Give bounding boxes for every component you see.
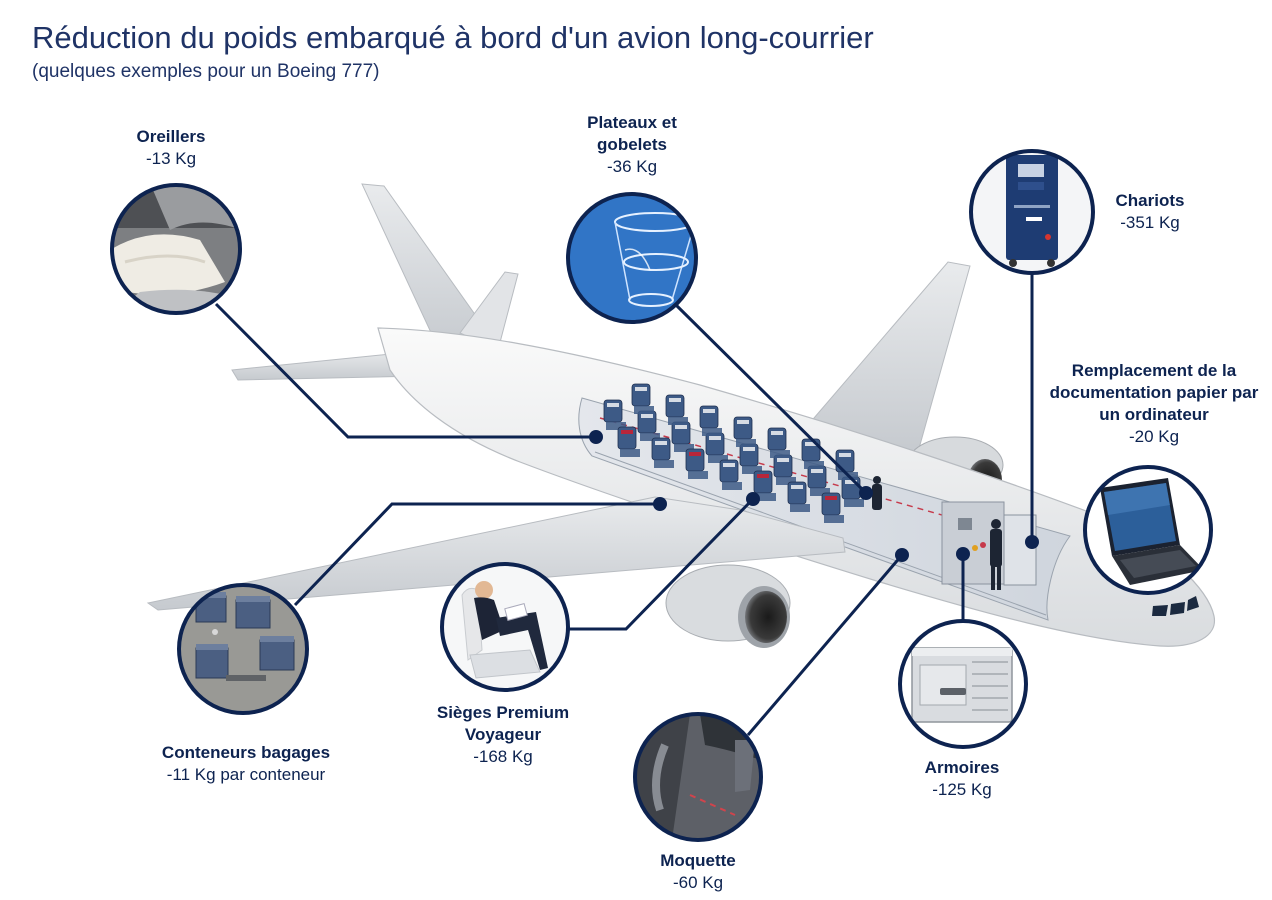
cabin-seat <box>753 470 776 501</box>
callout-oreillers-value: -13 Kg <box>145 149 197 168</box>
dot-moquette <box>895 548 909 562</box>
carpet-photo-icon <box>633 712 763 842</box>
callout-chariots-value: -351 Kg <box>1120 213 1180 232</box>
cockpit-windows <box>1152 596 1199 616</box>
dot-armoires <box>956 547 970 561</box>
cabin-seat <box>821 492 844 523</box>
leader-lines <box>214 273 1034 736</box>
callout-plateaux-name: Plateaux et gobelets <box>587 113 677 154</box>
cabin-seat <box>787 481 810 512</box>
callout-oreillers: Oreillers -13 Kg <box>96 126 246 170</box>
cabin-seat <box>739 443 762 474</box>
pillow-photo-icon <box>110 183 242 315</box>
leader-moquette <box>746 554 904 736</box>
cabin-seat <box>767 427 790 458</box>
callout-documentation-name: Remplacement de la documentation papier … <box>1049 361 1259 424</box>
leader-dots <box>589 430 1039 562</box>
cabin-seat <box>651 437 674 468</box>
cabin-seat <box>631 383 654 414</box>
cabin-seat <box>617 426 640 457</box>
callout-moquette-value: -60 Kg <box>672 873 724 892</box>
callout-armoires-value: -125 Kg <box>932 780 992 799</box>
callout-sieges: Sièges Premium Voyageur -168 Kg <box>403 702 603 768</box>
dot-conteneurs <box>653 497 667 511</box>
cabin-seat <box>719 459 742 490</box>
cabin-seat <box>671 421 694 452</box>
callout-sieges-value: -168 Kg <box>473 747 533 766</box>
cabinet-photo-icon <box>898 619 1028 749</box>
seat-photo-icon <box>440 562 570 692</box>
laptop-photo-icon <box>1083 465 1213 595</box>
leader-oreillers <box>214 302 596 439</box>
cabin-seat <box>685 448 708 479</box>
aircraft <box>146 183 1216 648</box>
cabin-seats <box>603 383 864 523</box>
callout-chariots-name: Chariots <box>1115 191 1185 210</box>
callout-moquette: Moquette -60 Kg <box>628 850 768 894</box>
near-engine <box>665 564 791 648</box>
callout-sieges-name: Sièges Premium Voyageur <box>436 703 570 744</box>
page-title: Réduction du poids embarqué à bord d'un … <box>32 20 874 55</box>
callout-oreillers-name: Oreillers <box>136 127 206 146</box>
dot-chariots <box>1025 535 1039 549</box>
dot-oreillers <box>589 430 603 444</box>
cabin-seat <box>705 432 728 463</box>
cabin-seat <box>807 465 830 496</box>
cabin-seat <box>733 416 756 447</box>
callout-documentation-value: -20 Kg <box>1128 427 1180 446</box>
cabin-seat <box>665 394 688 425</box>
callout-plateaux-value: -36 Kg <box>606 157 658 176</box>
callout-conteneurs: Conteneurs bagages -11 Kg par conteneur <box>136 742 356 786</box>
callout-moquette-name: Moquette <box>660 851 736 870</box>
dot-sieges <box>746 492 760 506</box>
callout-documentation: Remplacement de la documentation papier … <box>1046 360 1262 448</box>
callout-plateaux: Plateaux et gobelets -36 Kg <box>572 112 692 178</box>
callout-chariots: Chariots -351 Kg <box>1090 190 1210 234</box>
callout-conteneurs-value: -11 Kg par conteneur <box>166 765 326 784</box>
leader-conteneurs <box>293 502 660 607</box>
leader-plateaux <box>674 303 868 495</box>
cups-photo-icon <box>566 192 698 324</box>
trolley-photo-icon <box>969 149 1095 275</box>
leader-sieges <box>567 497 755 631</box>
callout-armoires-name: Armoires <box>924 758 1000 777</box>
dot-plateaux <box>859 486 873 500</box>
cabin-seat <box>699 405 722 436</box>
callout-conteneurs-name: Conteneurs bagages <box>161 743 331 762</box>
callout-armoires: Armoires -125 Kg <box>902 757 1022 801</box>
page-subtitle: (quelques exemples pour un Boeing 777) <box>32 61 380 82</box>
near-wing <box>146 496 846 611</box>
cabin-seat <box>603 399 626 430</box>
containers-photo-icon <box>177 583 309 715</box>
flight-attendants <box>872 476 1002 590</box>
